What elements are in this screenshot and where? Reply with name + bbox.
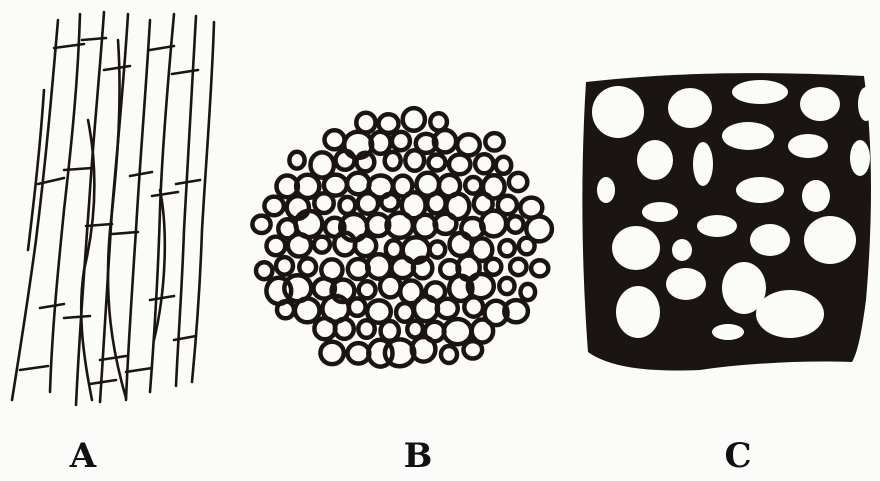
round-cell bbox=[314, 318, 335, 339]
round-cell bbox=[464, 341, 483, 358]
cell-lumen bbox=[666, 268, 706, 300]
round-cell bbox=[427, 193, 445, 213]
round-cell bbox=[252, 216, 270, 233]
round-cell bbox=[340, 197, 356, 214]
round-cell bbox=[325, 130, 345, 149]
round-cell bbox=[441, 346, 457, 363]
round-cell bbox=[521, 284, 536, 300]
round-cell bbox=[519, 238, 535, 255]
round-cell bbox=[320, 342, 343, 364]
round-cell bbox=[414, 296, 438, 321]
round-cell bbox=[509, 173, 527, 191]
cell-lumen bbox=[597, 177, 615, 203]
figure-c-thick-walled-cells bbox=[582, 73, 874, 370]
cell-lumen bbox=[800, 87, 840, 121]
round-cell bbox=[450, 233, 472, 256]
cell-lumen bbox=[804, 216, 856, 264]
cell-cross-wall bbox=[130, 172, 152, 176]
round-cell bbox=[314, 237, 330, 253]
round-cell bbox=[449, 155, 470, 175]
round-cell bbox=[475, 154, 493, 173]
cell-cross-wall bbox=[40, 304, 64, 308]
elongated-cell-wall bbox=[76, 12, 104, 405]
cell-cross-wall bbox=[90, 380, 116, 384]
cell-lumen bbox=[592, 86, 644, 138]
round-cell bbox=[508, 216, 524, 233]
round-cell bbox=[499, 240, 514, 256]
figure-b-round-cells bbox=[252, 108, 551, 367]
cell-cross-wall bbox=[152, 192, 178, 196]
round-cell bbox=[380, 276, 401, 298]
elongated-cell-wall bbox=[126, 20, 150, 400]
cell-lumen bbox=[736, 177, 784, 203]
cell-cross-wall bbox=[112, 232, 138, 234]
cell-lumen bbox=[858, 87, 874, 121]
round-cell bbox=[349, 298, 366, 315]
round-cell bbox=[295, 299, 320, 323]
cell-lumen bbox=[722, 122, 774, 150]
round-cell bbox=[288, 234, 311, 256]
round-cell bbox=[314, 193, 333, 213]
round-cell bbox=[358, 193, 378, 213]
round-cell bbox=[510, 259, 526, 275]
cell-lumen bbox=[850, 140, 870, 176]
round-cell bbox=[405, 150, 424, 170]
round-cell bbox=[358, 320, 374, 338]
round-cell bbox=[347, 173, 369, 194]
round-cell bbox=[531, 260, 548, 276]
round-cell bbox=[335, 319, 354, 339]
round-cell bbox=[465, 177, 481, 194]
round-cell bbox=[486, 259, 502, 275]
cell-lumen bbox=[616, 286, 660, 338]
figure-label-a: A bbox=[53, 436, 113, 476]
round-cell bbox=[276, 257, 293, 275]
cell-cross-wall bbox=[126, 368, 152, 372]
round-cell bbox=[457, 134, 480, 155]
cell-lumen bbox=[750, 224, 790, 256]
round-cell bbox=[264, 197, 283, 216]
cell-lumen bbox=[756, 290, 824, 338]
cell-cross-wall bbox=[20, 366, 48, 370]
cell-lumen bbox=[642, 202, 678, 222]
elongated-cell-wall bbox=[28, 90, 44, 250]
round-cell bbox=[256, 262, 272, 279]
round-cell bbox=[428, 155, 445, 171]
figure-label-c: C bbox=[708, 436, 768, 476]
cell-cross-wall bbox=[86, 224, 112, 226]
cell-lumen bbox=[612, 226, 660, 270]
cell-lumen bbox=[637, 140, 673, 180]
round-cell bbox=[299, 258, 316, 275]
cell-cross-wall bbox=[104, 66, 130, 70]
cell-lumen bbox=[672, 239, 692, 261]
elongated-cell-wall bbox=[192, 22, 214, 382]
round-cell bbox=[464, 297, 483, 316]
elongated-cell-wall bbox=[81, 120, 94, 400]
round-cell bbox=[348, 343, 370, 363]
round-cell bbox=[499, 278, 514, 294]
figure-a-elongated-cells bbox=[12, 12, 214, 405]
cell-cross-wall bbox=[64, 316, 90, 318]
cell-lumen bbox=[712, 324, 744, 340]
cell-lumen bbox=[697, 215, 737, 237]
round-cell bbox=[407, 321, 423, 338]
round-cell bbox=[392, 132, 410, 150]
round-cell bbox=[355, 235, 376, 256]
round-cell bbox=[430, 241, 446, 257]
round-cell bbox=[396, 303, 413, 322]
round-cell bbox=[385, 339, 414, 366]
cell-lumen bbox=[802, 180, 830, 212]
cell-lumen bbox=[732, 80, 788, 104]
figure-label-b: B bbox=[388, 436, 448, 476]
round-cell bbox=[485, 133, 503, 150]
round-cell bbox=[403, 108, 425, 131]
cell-lumen bbox=[788, 134, 828, 158]
cell-lumen bbox=[668, 88, 712, 128]
round-cell bbox=[267, 237, 286, 256]
round-cell bbox=[385, 152, 401, 170]
cell-lumen bbox=[693, 142, 713, 186]
round-cell bbox=[289, 152, 304, 169]
round-cell bbox=[359, 281, 376, 298]
round-cell bbox=[496, 157, 511, 174]
